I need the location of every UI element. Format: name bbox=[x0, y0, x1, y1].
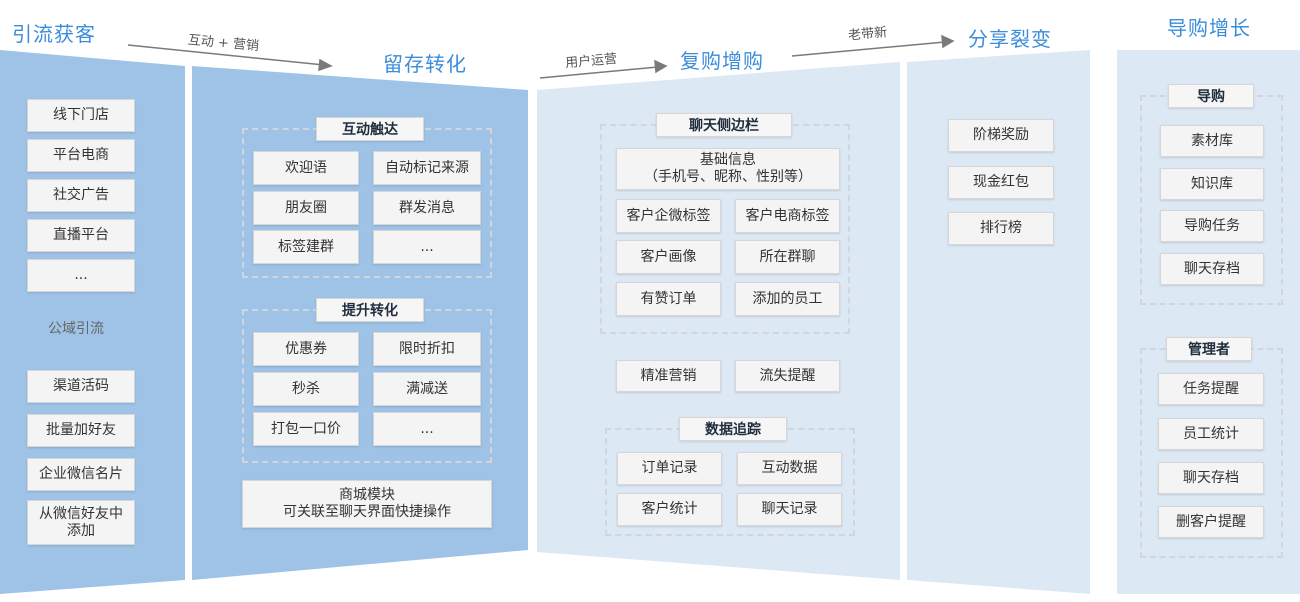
repurchase-group-tracking-title: 数据追踪 bbox=[679, 417, 787, 441]
retain-interact-item: 群发消息 bbox=[373, 191, 481, 225]
arrow-2 bbox=[539, 59, 668, 79]
repurchase-sidebar-item: 所在群聊 bbox=[735, 240, 840, 274]
arrow-label-3: 老带新 bbox=[847, 25, 888, 44]
repurchase-sidebar-item: 有赞订单 bbox=[616, 282, 721, 316]
guide-item: 聊天存档 bbox=[1160, 253, 1264, 285]
retain-group-interact-title: 互动触达 bbox=[316, 117, 424, 141]
repurchase-basic-info: 基础信息 （手机号、昵称、性别等） bbox=[616, 148, 840, 190]
acquire-bottom-item: 企业微信名片 bbox=[27, 458, 135, 491]
retain-interact-item: 欢迎语 bbox=[253, 151, 359, 185]
retain-convert-item: 秒杀 bbox=[253, 372, 359, 406]
stage-title-repurchase: 复购增购 bbox=[680, 49, 764, 73]
retain-interact-item: ... bbox=[373, 230, 481, 264]
retain-convert-item: 优惠券 bbox=[253, 332, 359, 366]
guide-group-manager-title: 管理者 bbox=[1166, 337, 1252, 361]
guide-item: 导购任务 bbox=[1160, 210, 1264, 242]
retain-mall-line1: 商城模块 bbox=[339, 487, 395, 503]
manager-item: 删客户提醒 bbox=[1158, 506, 1264, 538]
repurchase-tracking-item: 互动数据 bbox=[737, 452, 842, 485]
stage-title-retain: 留存转化 bbox=[383, 52, 467, 76]
stage-title-fission: 分享裂变 bbox=[968, 27, 1052, 51]
repurchase-tracking-item: 客户统计 bbox=[617, 493, 722, 526]
acquire-top-item: 线下门店 bbox=[27, 99, 135, 132]
arrow-1 bbox=[127, 44, 333, 72]
retain-mall-line2: 可关联至聊天界面快捷操作 bbox=[283, 504, 451, 520]
repurchase-sidebar-item: 添加的员工 bbox=[735, 282, 840, 316]
retain-convert-item: ... bbox=[373, 412, 481, 446]
acquire-bottom-item: 从微信好友中添加 bbox=[27, 500, 135, 545]
retain-convert-item: 限时折扣 bbox=[373, 332, 481, 366]
retain-interact-item: 标签建群 bbox=[253, 230, 359, 264]
repurchase-basic-line2: （手机号、昵称、性别等） bbox=[644, 169, 812, 185]
manager-item: 员工统计 bbox=[1158, 418, 1264, 450]
repurchase-mid-item: 流失提醒 bbox=[735, 360, 840, 392]
repurchase-sidebar-item: 客户电商标签 bbox=[735, 199, 840, 233]
retain-convert-item: 打包一口价 bbox=[253, 412, 359, 446]
acquire-middle-label: 公域引流 bbox=[48, 321, 104, 337]
arrow-3 bbox=[791, 34, 955, 57]
retain-group-convert-title: 提升转化 bbox=[316, 298, 424, 322]
fission-item: 排行榜 bbox=[948, 212, 1054, 245]
stage-title-guide: 导购增长 bbox=[1167, 16, 1251, 40]
repurchase-tracking-item: 订单记录 bbox=[617, 452, 722, 485]
acquire-bottom-item: 批量加好友 bbox=[27, 414, 135, 447]
repurchase-tracking-item: 聊天记录 bbox=[737, 493, 842, 526]
retain-convert-item: 满减送 bbox=[373, 372, 481, 406]
acquire-top-item: ... bbox=[27, 259, 135, 292]
retain-interact-item: 自动标记来源 bbox=[373, 151, 481, 185]
repurchase-basic-line1: 基础信息 bbox=[700, 152, 756, 168]
repurchase-group-sidebar-title: 聊天侧边栏 bbox=[656, 113, 792, 137]
manager-item: 任务提醒 bbox=[1158, 373, 1264, 405]
guide-item: 素材库 bbox=[1160, 125, 1264, 157]
fission-item: 阶梯奖励 bbox=[948, 119, 1054, 152]
fission-item: 现金红包 bbox=[948, 166, 1054, 199]
guide-item: 知识库 bbox=[1160, 168, 1264, 200]
repurchase-sidebar-item: 客户企微标签 bbox=[616, 199, 721, 233]
acquire-top-item: 社交广告 bbox=[27, 179, 135, 212]
acquire-top-item: 平台电商 bbox=[27, 139, 135, 172]
stage-title-acquire: 引流获客 bbox=[12, 22, 96, 46]
repurchase-mid-item: 精准营销 bbox=[616, 360, 721, 392]
retain-interact-item: 朋友圈 bbox=[253, 191, 359, 225]
panel-repurchase bbox=[537, 62, 900, 580]
retain-mall-module: 商城模块 可关联至聊天界面快捷操作 bbox=[242, 480, 492, 528]
acquire-top-item: 直播平台 bbox=[27, 219, 135, 252]
repurchase-sidebar-item: 客户画像 bbox=[616, 240, 721, 274]
acquire-bottom-item: 渠道活码 bbox=[27, 370, 135, 403]
manager-item: 聊天存档 bbox=[1158, 462, 1264, 494]
guide-group-guide-title: 导购 bbox=[1168, 84, 1254, 108]
